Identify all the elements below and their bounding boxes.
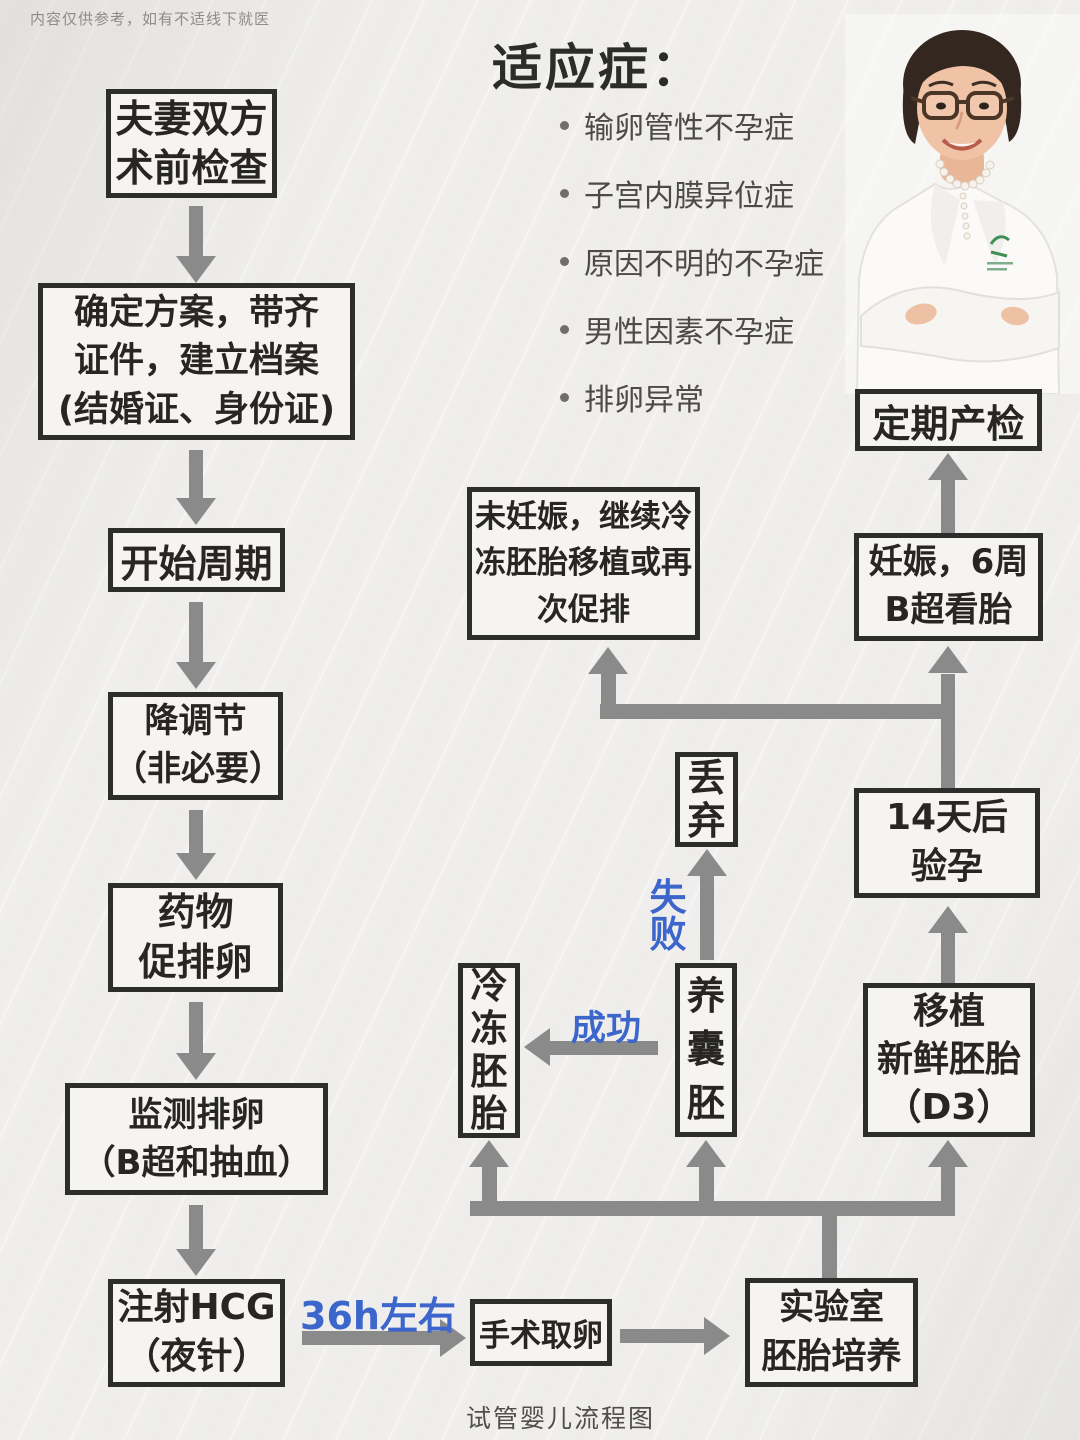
flow-box-cycle-start: 开始周期 — [108, 528, 285, 592]
coat-lapel-right — [973, 200, 1006, 266]
eyebrow-left — [928, 80, 954, 88]
arrow-test-to-notpregnant-head — [588, 647, 628, 674]
pearl-necklace — [935, 159, 995, 240]
eye-right — [979, 102, 989, 110]
arrow-hcg-to-retrieval-head — [440, 1319, 466, 1357]
indications-title: 适应症： — [492, 39, 704, 97]
flow-box-down-regulation: 降调节 （非必要） — [108, 692, 283, 800]
arrow-transfer-to-test-head — [928, 906, 968, 933]
arrow-junction-to-transfer-shaft — [941, 1166, 955, 1216]
test-junction-bar — [600, 704, 955, 719]
flow-box-not-pregnant: 未妊娠，继续冷 冻胚胎移植或再 次促排 — [467, 487, 700, 640]
flow-box-egg-retrieval: 手术取卵 — [470, 1299, 612, 1366]
hand-right — [1001, 306, 1029, 326]
hair-fringe — [915, 50, 1010, 96]
arrow-blastocyst-to-discard-head — [687, 849, 727, 876]
arrow-junction-to-blastocyst-shaft — [699, 1166, 714, 1201]
flow-box-blastocyst: 养 囊 胚 — [675, 963, 737, 1137]
flow-box-pregnancy-test: 14天后 验孕 — [854, 788, 1040, 898]
arrow-precheck-to-plan-head — [176, 256, 216, 283]
arrow-blastocyst-to-discard-shaft — [700, 875, 714, 960]
arrow-junction-to-frozen-shaft — [482, 1166, 497, 1201]
list-item: 原因不明的不孕症 — [560, 239, 824, 283]
indication-item-text: 子宫内膜异位症 — [584, 179, 794, 214]
flow-box-pregnant: 妊娠，6周 B超看胎 — [854, 533, 1043, 641]
crossed-arms — [860, 286, 1060, 363]
arrow-retrieval-to-lab-shaft — [620, 1329, 704, 1343]
flow-box-discard: 丢 弃 — [675, 752, 738, 847]
flow-box-fresh-transfer: 移植 新鲜胚胎 （D3） — [863, 983, 1035, 1137]
arrow-pregnant-to-prenatal-shaft — [941, 479, 955, 533]
arrow-precheck-to-plan-shaft — [189, 206, 203, 256]
arrow-test-to-pregnant-head — [928, 646, 968, 673]
eye-left — [936, 102, 946, 110]
hospital-logo — [987, 235, 1013, 271]
bullet-dot-icon — [560, 120, 569, 130]
teeth — [947, 142, 977, 147]
bullet-dot-icon — [560, 324, 569, 334]
hand-left — [905, 303, 937, 325]
lab-junction-stem — [822, 1216, 837, 1278]
smile — [941, 138, 983, 151]
doctor-photo — [845, 14, 1080, 394]
test-junction-stem — [941, 674, 955, 788]
arrow-blastocyst-to-frozen-head — [524, 1028, 550, 1066]
arrow-cycle-to-downreg-head — [176, 662, 216, 689]
arrow-stim-to-monitor-head — [176, 1053, 216, 1080]
list-item: 男性因素不孕症 — [560, 307, 824, 351]
arrow-junction-to-frozen-head — [469, 1140, 509, 1167]
footer-caption: 试管婴儿流程图 — [466, 1404, 656, 1433]
indications-list: 输卵管性不孕症 子宫内膜异位症 原因不明的不孕症 男性因素不孕症 排卵异常 — [560, 103, 824, 443]
arrow-stim-to-monitor-shaft — [189, 1002, 203, 1053]
coat-lapel-left — [930, 184, 960, 266]
label-fail: 失 败 — [649, 876, 687, 956]
list-item: 输卵管性不孕症 — [560, 103, 824, 147]
flow-box-lab-culture: 实验室 胚胎培养 — [745, 1278, 918, 1387]
indication-item-text: 原因不明的不孕症 — [584, 247, 824, 282]
arrow-test-to-notpregnant-shaft — [601, 672, 616, 704]
flow-box-stimulation: 药物 促排卵 — [108, 883, 283, 992]
arrow-monitor-to-hcg-head — [176, 1249, 216, 1276]
arrow-retrieval-to-lab-head — [704, 1317, 730, 1355]
arrow-downreg-to-stim-shaft — [189, 810, 203, 853]
flow-box-pre-check: 夫妻双方 术前检查 — [106, 89, 277, 198]
eyebrow-right — [971, 80, 997, 88]
indication-item-text: 排卵异常 — [584, 383, 704, 418]
flow-box-hcg: 注射HCG （夜针） — [108, 1279, 285, 1387]
flow-box-monitor: 监测排卵 （B超和抽血） — [65, 1083, 328, 1195]
bullet-dot-icon — [560, 188, 569, 198]
list-item: 子宫内膜异位症 — [560, 171, 824, 215]
arrow-downreg-to-stim-head — [176, 853, 216, 880]
arrow-plan-to-cycle-shaft — [189, 450, 203, 498]
arrow-pregnant-to-prenatal-head — [928, 453, 968, 480]
flow-box-plan: 确定方案，带齐 证件，建立档案 (结婚证、身份证) — [38, 283, 355, 440]
bullet-dot-icon — [560, 392, 569, 402]
indication-item-text: 输卵管性不孕症 — [584, 111, 794, 146]
list-item: 排卵异常 — [560, 375, 824, 419]
label-36h: 36h左右 — [300, 1294, 456, 1338]
lab-junction-bar — [470, 1201, 955, 1216]
arrow-hcg-to-retrieval-shaft — [302, 1331, 440, 1345]
arrow-plan-to-cycle-head — [176, 498, 216, 525]
nose — [954, 111, 964, 130]
arrow-junction-to-transfer-head — [928, 1140, 968, 1167]
indication-item-text: 男性因素不孕症 — [584, 315, 794, 350]
bullet-dot-icon — [560, 256, 569, 266]
arrow-transfer-to-test-shaft — [941, 932, 955, 983]
flow-box-prenatal-check: 定期产检 — [855, 389, 1042, 451]
label-success: 成功 — [570, 1009, 641, 1049]
flow-box-frozen-embryo: 冷 冻 胚 胎 — [458, 963, 520, 1138]
disclaimer-text: 内容仅供参考，如有不适线下就医 — [30, 10, 271, 28]
arrow-junction-to-blastocyst-head — [686, 1140, 726, 1167]
glasses-temples — [910, 96, 1015, 104]
arrow-blastocyst-to-frozen-shaft — [550, 1041, 658, 1055]
arrow-monitor-to-hcg-shaft — [189, 1205, 203, 1249]
arrow-cycle-to-downreg-shaft — [189, 602, 203, 662]
